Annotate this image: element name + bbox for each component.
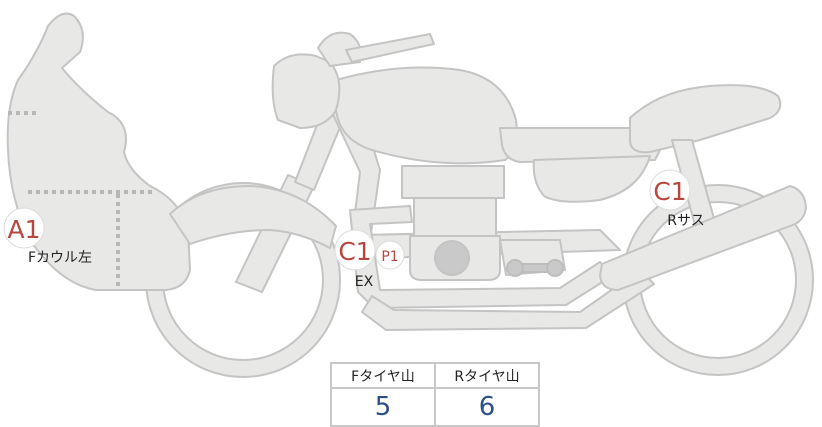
grade-marker-exhaust: C1 P1 EX [334,229,405,290]
value-front-tread: 5 [330,387,436,427]
grade-rear-suspension: C1 [653,177,686,206]
side-cover [532,155,651,203]
header-front-tread: Fタイヤ山 [330,362,436,389]
front-cowl [6,12,191,291]
grade-marker-front-cowl: A1 Fカウル左 [3,207,92,266]
engine [401,165,566,281]
handle-grip [345,33,435,63]
grade-exhaust: C1 [338,237,371,266]
grade-marker-rear-suspension: C1 Rサス [649,169,705,229]
exhaust-pipe-lower [361,269,655,331]
label-front-cowl: Fカウル左 [28,250,92,266]
header-rear-tread: Rタイヤ山 [434,362,540,389]
grade-front-cowl: A1 [7,215,40,244]
muffler [599,185,807,291]
cowl-zone-lines [8,111,152,286]
tire-tread-table: Fタイヤ山 Rタイヤ山 5 6 [330,362,540,427]
front-fender [169,185,337,249]
grade-exhaust-sub: P1 [381,249,398,265]
rear-seat-cowl [629,84,782,154]
label-exhaust: EX [355,274,374,290]
label-rear-suspension: Rサス [667,213,704,229]
value-rear-tread: 6 [434,387,540,427]
shift-linkage [506,259,564,277]
headlight [271,53,341,129]
